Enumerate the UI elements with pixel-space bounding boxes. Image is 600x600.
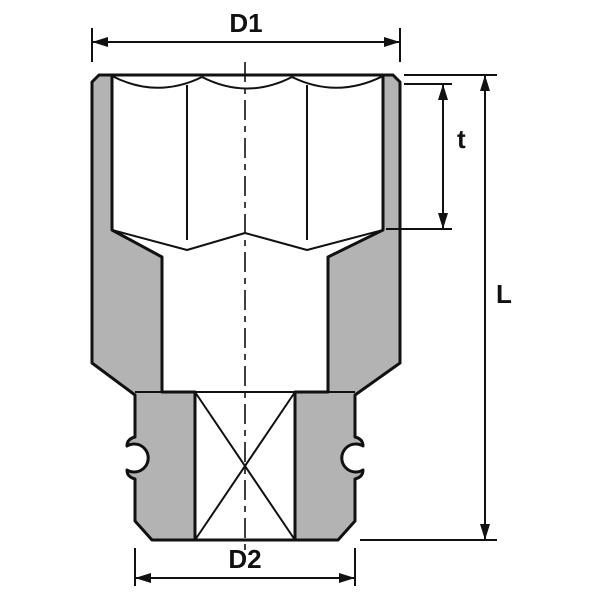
d1-arrow-left xyxy=(92,37,108,47)
d2-arrow-left xyxy=(135,573,151,583)
t-arrow-top xyxy=(438,84,448,100)
hex-corner-lines xyxy=(186,85,308,240)
l-arrow-top xyxy=(480,75,490,91)
dimension-d1: D1 xyxy=(91,8,401,62)
d2-label: D2 xyxy=(228,544,261,574)
square-drive-cross xyxy=(194,391,296,541)
l-arrow-bottom xyxy=(480,524,490,540)
d2-arrow-right xyxy=(339,573,355,583)
t-arrow-bottom xyxy=(438,213,448,229)
dimension-t: t xyxy=(386,83,466,230)
d1-label: D1 xyxy=(229,8,262,38)
dimension-d2: D2 xyxy=(134,544,356,586)
dimension-l: L xyxy=(360,74,512,541)
d1-arrow-right xyxy=(384,37,400,47)
t-label: t xyxy=(457,124,466,154)
l-label: L xyxy=(496,279,512,309)
hex-opening-arcs xyxy=(111,75,384,90)
